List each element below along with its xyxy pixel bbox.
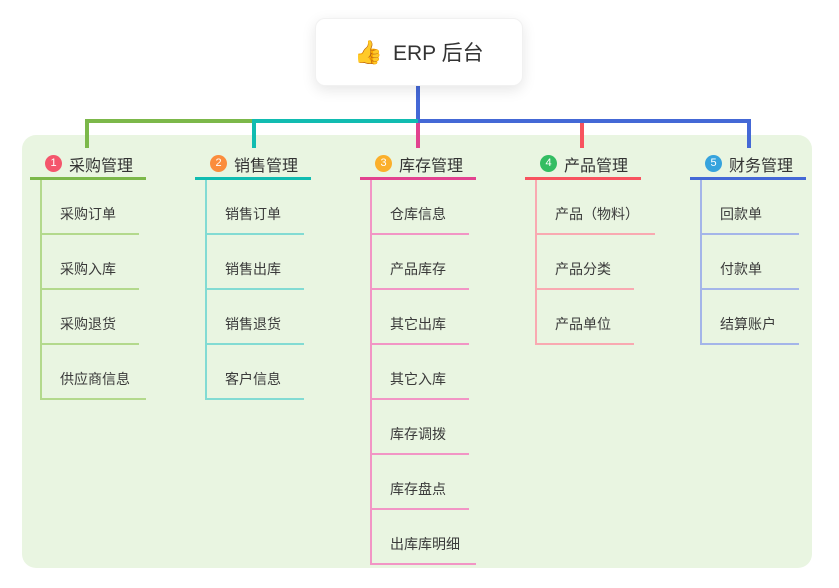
branch-node-sales[interactable]: 2 销售管理 <box>195 150 311 180</box>
child-node[interactable]: 客户信息 <box>207 345 304 400</box>
child-label: 库存盘点 <box>390 481 446 497</box>
child-node[interactable]: 产品（物料） <box>537 180 655 235</box>
branch-label: 财务管理 <box>729 157 794 175</box>
connector-drop-sales <box>252 119 256 148</box>
connector-drop-purchase <box>85 119 89 148</box>
child-label: 客户信息 <box>225 371 281 387</box>
branch-children-sales: 销售订单 销售出库 销售退货 客户信息 <box>205 180 304 400</box>
child-node[interactable]: 出库库明细 <box>372 510 476 565</box>
child-label: 销售出库 <box>225 261 281 277</box>
child-node[interactable]: 付款单 <box>702 235 799 290</box>
connector-drop-product <box>580 123 584 148</box>
branch-children-purchase: 采购订单 采购入库 采购退货 供应商信息 <box>40 180 146 400</box>
connector-trunk-teal <box>254 119 418 123</box>
branch-children-product: 产品（物料） 产品分类 产品单位 <box>535 180 655 345</box>
branch-node-inventory[interactable]: 3 库存管理 <box>360 150 476 180</box>
connector-trunk-blue <box>418 119 751 123</box>
child-node[interactable]: 库存盘点 <box>372 455 469 510</box>
child-node[interactable]: 产品库存 <box>372 235 469 290</box>
child-node[interactable]: 回款单 <box>702 180 799 235</box>
child-label: 仓库信息 <box>390 206 446 222</box>
child-node[interactable]: 销售订单 <box>207 180 304 235</box>
branch-label: 销售管理 <box>234 157 299 175</box>
branch-children-inventory: 仓库信息 产品库存 其它出库 其它入库 库存调拨 库存盘点 出库库明细 <box>370 180 476 565</box>
child-label: 回款单 <box>720 206 762 222</box>
connector-drop-inventory <box>416 123 420 148</box>
branch-number-badge: 2 <box>210 155 227 172</box>
branch-number-badge: 5 <box>705 155 722 172</box>
child-label: 销售订单 <box>225 206 281 222</box>
branch-label: 库存管理 <box>399 157 464 175</box>
child-label: 出库库明细 <box>390 536 460 552</box>
child-label: 结算账户 <box>720 316 776 332</box>
branch-node-finance[interactable]: 5 财务管理 <box>690 150 806 180</box>
child-label: 采购入库 <box>60 261 116 277</box>
root-node[interactable]: 👍 ERP 后台 <box>315 18 523 86</box>
child-label: 供应商信息 <box>60 371 130 387</box>
child-node[interactable]: 其它出库 <box>372 290 469 345</box>
child-node[interactable]: 销售退货 <box>207 290 304 345</box>
child-node[interactable]: 采购订单 <box>42 180 139 235</box>
mindmap-panel <box>22 135 812 568</box>
connector-trunk-green <box>85 119 254 123</box>
child-label: 采购退货 <box>60 316 116 332</box>
child-label: 付款单 <box>720 261 762 277</box>
branch-number-badge: 1 <box>45 155 62 172</box>
child-label: 产品分类 <box>555 261 611 277</box>
child-label: 库存调拨 <box>390 426 446 442</box>
branch-node-purchase[interactable]: 1 采购管理 <box>30 150 146 180</box>
child-node[interactable]: 采购入库 <box>42 235 139 290</box>
root-title: ERP 后台 <box>393 42 484 65</box>
branch-label: 产品管理 <box>564 157 629 175</box>
child-node[interactable]: 结算账户 <box>702 290 799 345</box>
child-node[interactable]: 库存调拨 <box>372 400 469 455</box>
branch-node-product[interactable]: 4 产品管理 <box>525 150 641 180</box>
child-label: 产品库存 <box>390 261 446 277</box>
thumbs-up-icon: 👍 <box>354 38 383 65</box>
child-node[interactable]: 供应商信息 <box>42 345 146 400</box>
child-node[interactable]: 其它入库 <box>372 345 469 400</box>
child-label: 销售退货 <box>225 316 281 332</box>
child-node[interactable]: 产品单位 <box>537 290 634 345</box>
connector-root-drop <box>416 84 420 119</box>
child-label: 其它入库 <box>390 371 446 387</box>
child-label: 产品单位 <box>555 316 611 332</box>
child-label: 采购订单 <box>60 206 116 222</box>
child-node[interactable]: 仓库信息 <box>372 180 469 235</box>
child-node[interactable]: 采购退货 <box>42 290 139 345</box>
branch-label: 采购管理 <box>69 157 134 175</box>
child-node[interactable]: 产品分类 <box>537 235 634 290</box>
branch-number-badge: 4 <box>540 155 557 172</box>
branch-number-badge: 3 <box>375 155 392 172</box>
child-node[interactable]: 销售出库 <box>207 235 304 290</box>
child-label: 其它出库 <box>390 316 446 332</box>
child-label: 产品（物料） <box>555 206 639 222</box>
branch-children-finance: 回款单 付款单 结算账户 <box>700 180 799 345</box>
connector-drop-finance <box>747 119 751 148</box>
